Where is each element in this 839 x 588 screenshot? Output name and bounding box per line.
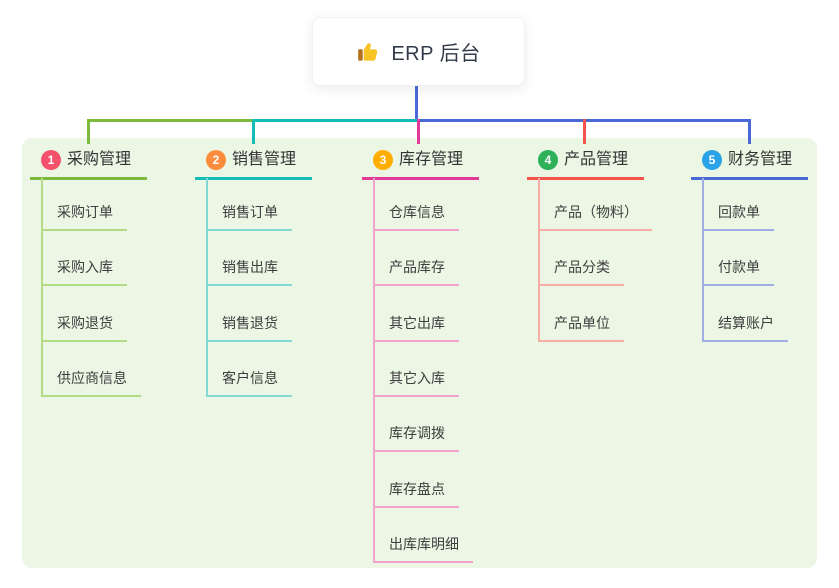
child-item[interactable]: 销售出库 <box>206 257 292 286</box>
root-node-label: ERP 后台 <box>391 43 481 65</box>
child-item[interactable]: 其它入库 <box>373 368 459 397</box>
child-item[interactable]: 库存盘点 <box>373 479 459 508</box>
branch-drop-line-2 <box>251 119 255 144</box>
branch-spine-line <box>538 178 540 342</box>
branch-number-badge: 4 <box>538 150 558 170</box>
branch-label: 销售管理 <box>232 151 297 168</box>
child-item[interactable]: 销售订单 <box>206 202 292 231</box>
child-item[interactable]: 其它出库 <box>373 313 459 342</box>
root-drop-line <box>414 84 418 121</box>
child-item[interactable]: 结算账户 <box>702 313 788 342</box>
branch-header-1[interactable]: 1 采购管理 <box>30 149 148 180</box>
child-item[interactable]: 仓库信息 <box>373 202 459 231</box>
child-item[interactable]: 库存调拨 <box>373 423 459 452</box>
child-item[interactable]: 产品库存 <box>373 257 459 286</box>
child-item[interactable]: 产品分类 <box>538 257 624 286</box>
branch-spine-line <box>206 178 208 397</box>
child-item[interactable]: 产品（物料） <box>538 202 652 231</box>
branch-number-badge: 5 <box>702 150 722 170</box>
root-node-erp[interactable]: ERP 后台 <box>312 17 525 86</box>
branch-spine-line <box>41 178 43 397</box>
child-item[interactable]: 采购订单 <box>41 202 127 231</box>
child-item[interactable]: 付款单 <box>702 257 774 286</box>
child-item[interactable]: 回款单 <box>702 202 774 231</box>
branch-number-badge: 1 <box>41 150 61 170</box>
child-item[interactable]: 客户信息 <box>206 368 292 397</box>
branch-label: 库存管理 <box>399 151 464 168</box>
branch-drop-line-4 <box>582 119 586 144</box>
branch-spine-line <box>702 178 704 342</box>
branch-header-4[interactable]: 4 产品管理 <box>527 149 645 180</box>
child-item[interactable]: 供应商信息 <box>41 368 141 397</box>
child-item[interactable]: 采购入库 <box>41 257 127 286</box>
branches-background-panel <box>22 138 817 568</box>
child-item[interactable]: 销售退货 <box>206 313 292 342</box>
branch-number-badge: 2 <box>206 150 226 170</box>
trunk-segment-teal <box>251 119 420 122</box>
child-item[interactable]: 出库库明细 <box>373 534 473 563</box>
child-item[interactable]: 采购退货 <box>41 313 127 342</box>
branch-label: 采购管理 <box>67 151 132 168</box>
branch-label: 财务管理 <box>728 151 793 168</box>
branch-number-badge: 3 <box>373 150 393 170</box>
branch-drop-line-3 <box>416 119 420 144</box>
branch-header-3[interactable]: 3 库存管理 <box>362 149 480 180</box>
branch-drop-line-1 <box>86 119 90 144</box>
trunk-segment-green <box>86 119 255 122</box>
branch-header-5[interactable]: 5 财务管理 <box>691 149 809 180</box>
branch-spine-line <box>373 178 375 563</box>
branch-drop-line-5 <box>747 119 751 144</box>
branch-header-2[interactable]: 2 销售管理 <box>195 149 313 180</box>
child-item[interactable]: 产品单位 <box>538 313 624 342</box>
branch-label: 产品管理 <box>564 151 629 168</box>
thumbs-up-icon <box>358 42 378 61</box>
